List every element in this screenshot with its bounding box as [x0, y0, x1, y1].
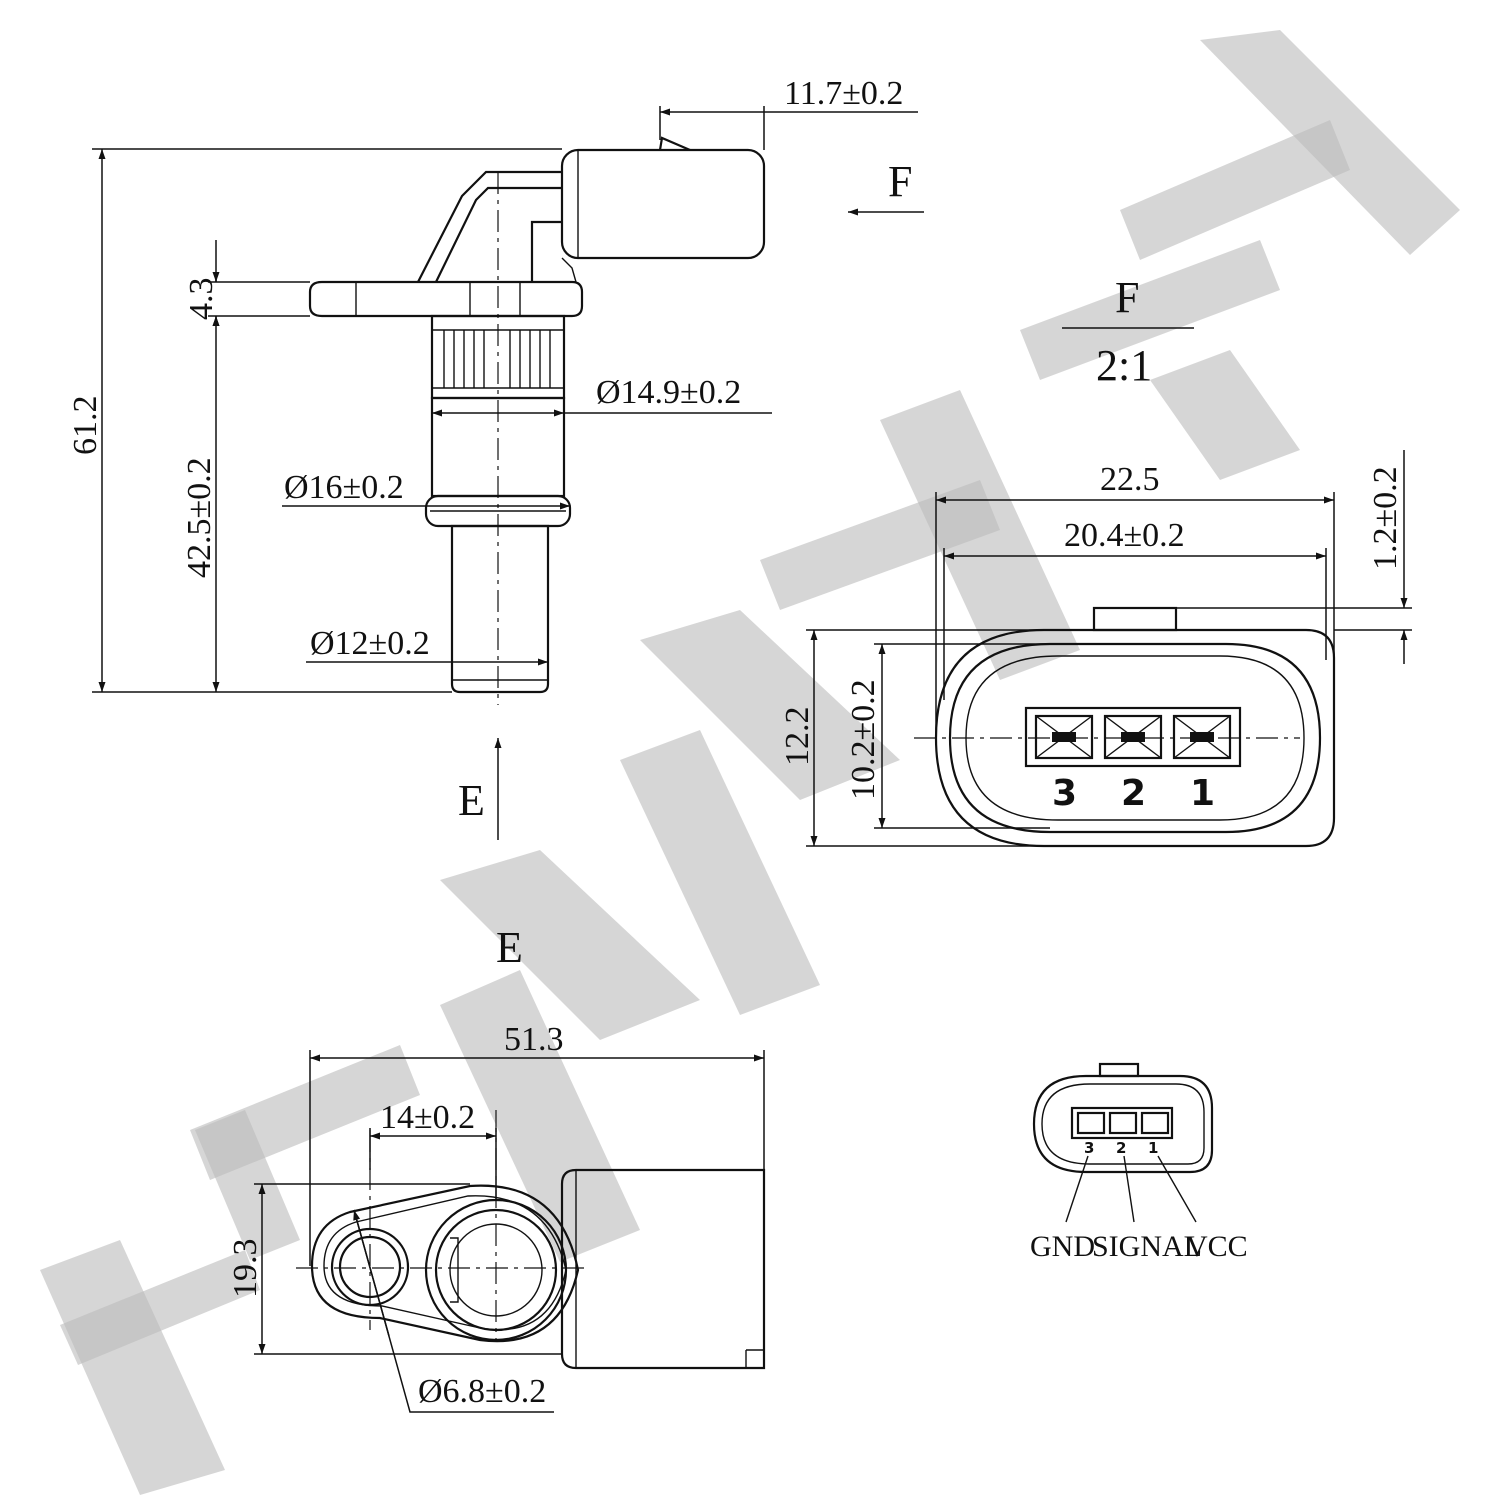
side-view: [308, 136, 766, 705]
mounting-hole: [330, 1227, 410, 1307]
pin-label-vcc: VCC: [1186, 1230, 1248, 1263]
sensor-tip: [450, 524, 550, 694]
pinout-diagram: 3 2 1 GND SIGNAL VCC: [1030, 1062, 1248, 1263]
pinout-num-1: 1: [1148, 1139, 1158, 1157]
view-arrow-e: E: [458, 738, 502, 840]
dim-conn-inner-height: 10.2±0.2: [845, 679, 882, 800]
detail-f-label: F: [1115, 273, 1139, 322]
dim-flange-thickness: 4.3: [183, 278, 220, 321]
dim-total-height: 61.2: [67, 396, 104, 456]
dim-flange-length: 51.3: [504, 1021, 564, 1058]
detail-f-scale: 2:1: [1096, 341, 1152, 390]
watermark-logo: [40, 30, 1460, 1495]
dim-dia-upper: Ø14.9±0.2: [596, 374, 741, 411]
dim-conn-key: 1.2±0.2: [1367, 466, 1404, 570]
dim-conn-outer-height: 12.2: [779, 707, 816, 767]
pin-cavity-2: [1103, 714, 1163, 760]
mounting-flange: [308, 280, 584, 318]
dim-dia-tip: Ø12±0.2: [310, 625, 430, 662]
dim-conn-inner-width: 20.4±0.2: [1064, 517, 1185, 554]
pin-label-signal: SIGNAL: [1092, 1230, 1202, 1263]
dim-conn-outer-width: 22.5: [1100, 461, 1160, 498]
pin-number-2: 2: [1121, 773, 1146, 814]
pin-cavity-3: [1034, 714, 1094, 760]
pinout-num-2: 2: [1116, 1139, 1126, 1157]
svg-text:F: F: [888, 157, 912, 206]
pin-label-gnd: GND: [1030, 1230, 1095, 1263]
bottom-view-dimensions: 51.3 14±0.2 19.3 Ø6.8±0.2: [227, 1021, 765, 1413]
svg-text:E: E: [458, 776, 485, 825]
pin-cavity-1: [1172, 714, 1232, 760]
dim-hole-spacing: 14±0.2: [380, 1099, 475, 1136]
connector-face-dimensions: 22.5 20.4±0.2 1.2±0.2 12.2 10.2±0.2: [779, 450, 1412, 847]
dim-connector-offset: 11.7±0.2: [784, 75, 903, 112]
view-arrow-f: F: [848, 157, 924, 216]
dim-hole-dia: Ø6.8±0.2: [418, 1373, 546, 1410]
dim-dia-oring: Ø16±0.2: [284, 469, 404, 506]
side-view-dimensions: 11.7±0.2 61.2 4.3 42.5±0.2 Ø14.9±0.2 Ø16…: [67, 75, 918, 693]
pin-number-3: 3: [1052, 773, 1077, 814]
dim-flange-width: 19.3: [227, 1239, 264, 1299]
connector-housing: [560, 148, 766, 260]
detail-f-title: F 2:1: [1062, 273, 1194, 390]
dim-body-length: 42.5±0.2: [181, 457, 218, 578]
view-e-label: E: [496, 923, 523, 972]
pinout-num-3: 3: [1084, 1139, 1094, 1157]
pin-number-1: 1: [1190, 773, 1215, 814]
